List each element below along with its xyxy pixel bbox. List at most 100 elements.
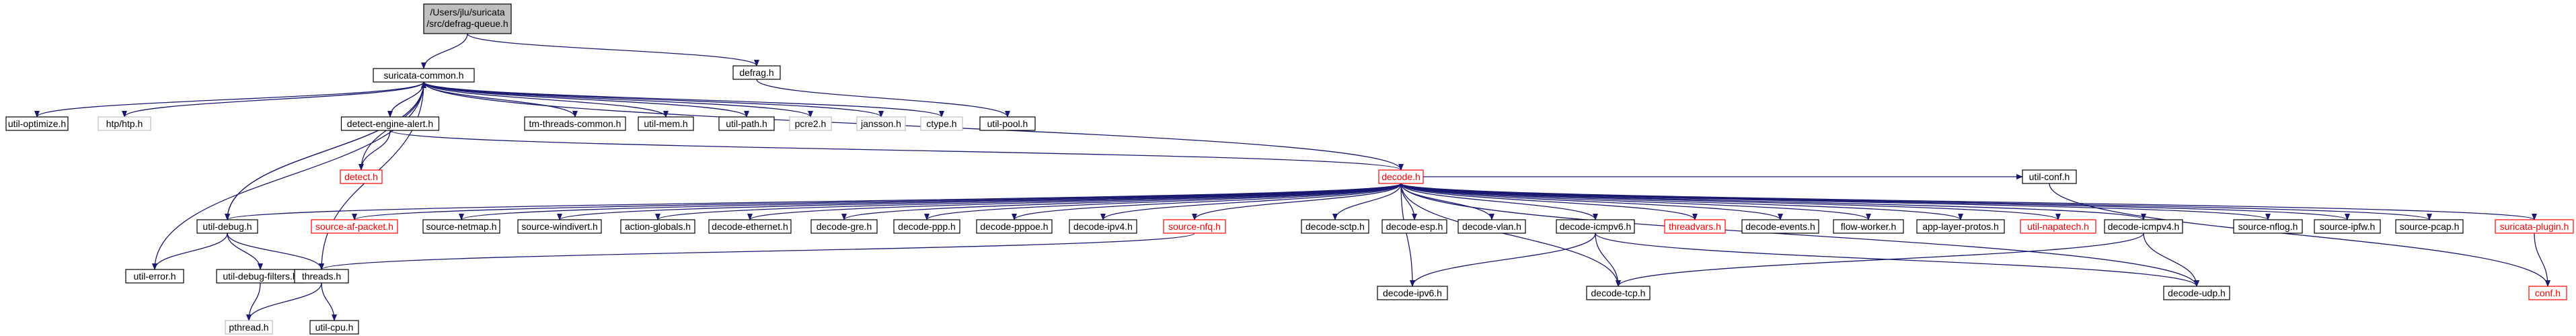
node-htp[interactable]: htp/htp.h [98,116,151,131]
node-source-nflog[interactable]: source-nflog.h [2233,219,2303,234]
node-defrag[interactable]: defrag.h [732,65,781,80]
edge-suricata-common-to-htp [122,81,424,118]
edge-decode-to-flow-worker [1400,183,1871,220]
node-label: util-conf.h [2029,171,2070,182]
edge-suricata-common-to-ctype [423,81,944,118]
node-decode-tcp[interactable]: decode-tcp.h [1586,286,1651,300]
node-box [1741,219,1819,234]
edge-decode-to-decode-icmpv4 [1400,183,2146,220]
node-util-napatech[interactable]: util-napatech.h [2020,219,2096,234]
node-box [1586,286,1651,300]
node-box [1833,219,1904,234]
node-source-nfq[interactable]: source-nfq.h [1163,219,1226,234]
node-label: decode-vlan.h [1462,221,1521,232]
node-app-layer-protos[interactable]: app-layer-protos.h [1916,219,2005,234]
node-box [1381,219,1447,234]
node-label: decode-ipv6.h [1383,288,1442,298]
node-decode-gre[interactable]: decode-gre.h [810,219,878,234]
node-tm-threads-common[interactable]: tm-threads-common.h [524,116,626,131]
node-util-cpu[interactable]: util-cpu.h [309,320,359,335]
node-decode-udp[interactable]: decode-udp.h [2163,286,2230,300]
node-util-path[interactable]: util-path.h [718,116,775,131]
node-box [1069,219,1137,234]
node-box [1378,169,1424,184]
node-pcre2[interactable]: pcre2.h [789,116,832,131]
node-box [1556,219,1635,234]
node-util-optimize[interactable]: util-optimize.h [5,116,69,131]
node-box [340,169,383,184]
node-source-windivert[interactable]: source-windivert.h [517,219,602,234]
node-decode-esp[interactable]: decode-esp.h [1381,219,1447,234]
edge-decode-to-decode-tcp [1400,183,1621,287]
node-label: decode-esp.h [1386,221,1443,232]
node-label: decode.h [1381,171,1420,182]
node-source-ipfw[interactable]: source-ipfw.h [2314,219,2381,234]
node-label: source-pcap.h [2400,221,2460,232]
node-source-pcap[interactable]: source-pcap.h [2395,219,2464,234]
node-box [1377,286,1448,300]
edge-decode-to-source-nfq [1192,183,1402,220]
node-suricata-plugin[interactable]: suricata-plugin.h [2495,219,2574,234]
node-decode-pppoe[interactable]: decode-pppoe.h [976,219,1053,234]
node-decode-icmpv4[interactable]: decode-icmpv4.h [2104,219,2183,234]
nodes-layer: /Users/jlu/suricata /src/defrag-queue.h … [5,3,2574,335]
node-source-af-packet[interactable]: source-af-packet.h [311,219,398,234]
node-util-conf[interactable]: util-conf.h [2022,169,2077,184]
edge-util-debug-to-threads [227,233,324,270]
edge-suricata-plugin-to-conf [2534,233,2550,287]
node-box [340,116,440,131]
edge-threads-to-util-cpu [321,282,337,321]
node-detect[interactable]: detect.h [340,169,383,184]
node-box [196,219,258,234]
node-action-globals[interactable]: action-globals.h [620,219,695,234]
node-box [125,269,184,284]
node-decode-ppp[interactable]: decode-ppp.h [893,219,960,234]
node-util-mem[interactable]: util-mem.h [638,116,694,131]
node-label: decode-events.h [1745,221,1815,232]
edge-suricata-common-to-util-optimize [34,81,424,118]
node-source-netmap[interactable]: source-netmap.h [422,219,500,234]
node-conf[interactable]: conf.h [2528,286,2567,300]
node-threads[interactable]: threads.h [294,269,349,284]
node-util-pool[interactable]: util-pool.h [979,116,1036,131]
node-box [98,116,151,131]
node-ctype[interactable]: ctype.h [920,116,963,131]
edge-decode-to-decode-sctp [1332,183,1402,220]
node-util-debug-filters[interactable]: util-debug-filters.h [216,269,305,284]
node-threadvars[interactable]: threadvars.h [1664,219,1726,234]
node-label: decode-icmpv6.h [1560,221,1632,232]
node-root-file[interactable]: /Users/jlu/suricata /src/defrag-queue.h [423,3,512,34]
edge-defrag-to-util-pool [756,79,1010,118]
node-decode-icmpv6[interactable]: decode-icmpv6.h [1556,219,1635,234]
node-decode-ipv4[interactable]: decode-ipv4.h [1069,219,1137,234]
node-jansson[interactable]: jansson.h [856,116,906,131]
node-util-error[interactable]: util-error.h [125,269,184,284]
node-box [311,219,398,234]
edge-decode-to-decode-events [1400,183,1783,220]
node-label: util-optimize.h [8,118,66,129]
edge-suricata-common-to-util-error [152,81,424,270]
node-decode-ethernet[interactable]: decode-ethernet.h [708,219,792,234]
node-box [294,269,349,284]
node-flow-worker[interactable]: flow-worker.h [1833,219,1904,234]
node-decode[interactable]: decode.h [1378,169,1424,184]
node-label: decode-ppp.h [898,221,956,232]
node-label: source-netmap.h [426,221,496,232]
node-box [718,116,775,131]
node-box [2395,219,2464,234]
node-pthread[interactable]: pthread.h [225,320,273,335]
node-box [1301,219,1369,234]
node-decode-sctp[interactable]: decode-sctp.h [1301,219,1369,234]
edge-source-nfq-to-threads [319,233,1195,270]
node-decode-vlan[interactable]: decode-vlan.h [1457,219,1526,234]
node-decode-ipv6[interactable]: decode-ipv6.h [1377,286,1448,300]
node-decode-events[interactable]: decode-events.h [1741,219,1819,234]
node-suricata-common[interactable]: suricata-common.h [373,68,475,83]
node-util-debug[interactable]: util-debug.h [196,219,258,234]
edge-decode-to-decode-ppp [924,183,1402,220]
node-box [517,219,602,234]
node-detect-engine-alert[interactable]: detect-engine-alert.h [340,116,440,131]
node-box [620,219,695,234]
edge-decode-to-threadvars [1400,183,1698,220]
